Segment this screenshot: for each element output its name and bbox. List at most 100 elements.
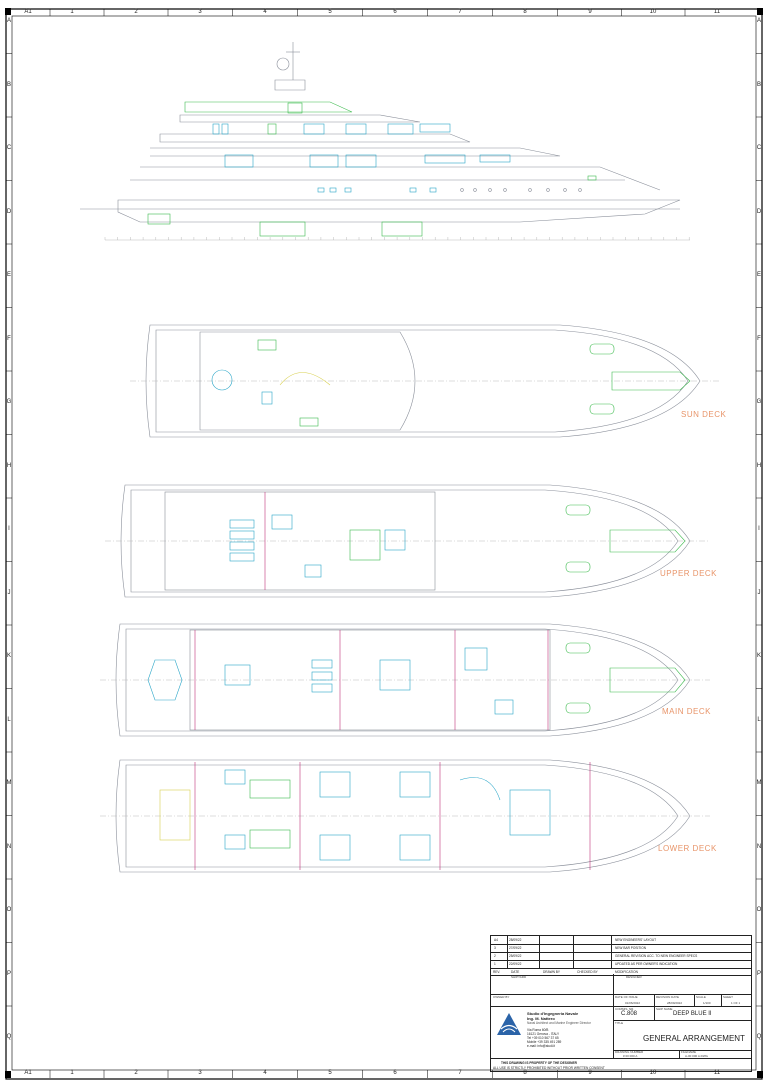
grid-row-label: P [756,970,761,977]
drawn-header: DRAWN BY [543,970,561,974]
grid-col-label: 2 [134,9,138,15]
grid-row-label: M [6,780,12,786]
grid-row-label: H [756,462,762,469]
grid-col-label: A1 [24,9,32,15]
property-line-1: THIS DRAWING IS PROPERTY OF THE DESIGNER [501,1061,577,1065]
grid-col-label: 10 [649,9,657,15]
revision-description: GENERAL REVISION ACC. TO NEW ENGINEER SP… [615,954,698,958]
grid-row-label: L [7,716,11,723]
mobile: Mobile +39 335 491 289 [527,1040,562,1044]
grid-row-label: O [756,907,762,913]
main-deck-plan [100,623,710,737]
sheet-value: 1 OF 1 [731,1001,741,1005]
revision-description: NEW ENGINEERS' LAYOUT [615,938,657,942]
grid-row-label: C [756,145,762,151]
revision-table: A4 28/09/22 NEW ENGINEERS' LAYOUT 3 27/09/22… [491,936,751,969]
revision-date: 22/09/22 [509,962,522,966]
property-line-2: ALL USE IS STRICTLY PROHIBITED WITHOUT P… [493,1066,605,1070]
grid-row-label: G [756,399,762,405]
grid-row-label: N [6,843,12,850]
grid-col-label: 8 [523,1070,527,1076]
revision-date-value: 28/09/2022 [667,1001,683,1005]
grid-row-label: L [757,716,761,723]
revision-number: 2 [494,954,496,958]
designer-label: DESIGNER [626,975,642,979]
grid-row-label: B [6,81,11,88]
drawing-number-label: DRAWING NUMBER [615,1050,644,1054]
grid-row-label: A [756,18,761,24]
grid-row-label: K [6,653,11,659]
revision-number: 1 [494,962,496,966]
grid-col-label: A1 [24,1070,32,1076]
grid-col-label: 9 [588,9,592,15]
address-line-1: Via Roma 60/B [527,1028,549,1032]
revision-date: 27/09/22 [509,946,522,950]
email: e-mail: info@studi.it [527,1044,556,1048]
revision-description: UPDATED AS PER OWNER'S INDICATION [615,962,678,966]
sun-deck-label: SUN DECK [681,410,727,419]
revision-row: A4 28/09/22 NEW ENGINEERS' LAYOUT [491,936,751,945]
grid-row-label: N [756,843,762,850]
revision-number: 3 [494,946,496,950]
grid-col-label: 5 [328,1070,332,1076]
owner-label: OWNER BY [493,995,510,999]
address-line-2: 16121 Genova - ITALY [527,1032,560,1036]
revision-date-label: REVISION DATE [656,995,679,999]
commission-value: C.808 [621,1011,638,1017]
phone: Tel +39 010 567 37 65 [527,1036,559,1040]
grid-col-label: 11 [713,9,721,15]
grid-col-label: 5 [328,9,332,15]
upper-deck-label: UPPER DECK [660,569,718,578]
lower-deck-label: LOWER DECK [658,844,717,853]
grid-row-label: E [756,272,761,278]
revision-date: 28/09/22 [509,938,522,942]
grid-col-label: 1 [70,9,74,15]
grid-row-label: O [6,907,12,913]
grid-row-label: H [6,462,12,469]
filename-label: FILENAME [681,1050,697,1054]
grid-row-label: Q [756,1034,762,1040]
grid-col-label: 6 [393,1070,397,1076]
rev-header: REV. [493,970,501,974]
grid-col-label: 3 [198,9,202,15]
grid-row-label: G [6,399,12,405]
grid-col-label: 4 [263,1070,267,1076]
date-of-issue-label: DATE OF ISSUE [615,995,638,999]
filename-value: A-00 000 A.DWG [685,1054,709,1058]
studio-logo [497,1013,521,1035]
studio-role: Naval Architect and Marine Engineer Dire… [527,1021,591,1025]
grid-col-label: 6 [393,9,397,15]
grid-row-label: I [8,526,10,532]
grid-row-label: M [756,780,762,786]
grid-row-label: B [756,81,761,88]
modification-header: MODIFICATION [615,970,638,974]
grid-row-label: J [7,589,11,596]
grid-row-label: E [6,272,11,278]
commission-label: COMMIS. NR. [615,1007,635,1011]
scale-value: 1/100 [703,1001,711,1005]
studio-name: Studio d'Ingegneria Navale [527,1011,579,1016]
grid-row-label: P [6,970,11,977]
title-block: A4 28/09/22 NEW ENGINEERS' LAYOUT 3 27/09/22… [490,935,752,1072]
grid-row-label: Q [6,1034,12,1040]
revision-number: A4 [494,938,498,942]
main-deck-label: MAIN DECK [662,707,711,716]
ship-name-label: SHIP NAME [656,1007,673,1011]
grid-col-label: 7 [458,1070,462,1076]
drawing-number-value: # 00 000 A [623,1054,638,1058]
grid-col-label: 8 [523,9,527,15]
date-of-issue-value: 01/06/2022 [625,1001,641,1005]
ship-name-value: DEEP BLUE II [673,1011,712,1017]
side-profile [80,42,681,237]
grid-col-label: 7 [458,9,462,15]
grid-col-label: 11 [713,1070,721,1076]
date-header: DATE [511,970,520,974]
sun-deck-plan [130,324,720,438]
grid-row-label: F [7,335,11,342]
grid-row-label: D [756,208,762,215]
grid-row-label: D [6,208,12,215]
studio-person: Ing. M. Nattero [527,1016,555,1021]
upper-deck-plan [105,484,710,598]
